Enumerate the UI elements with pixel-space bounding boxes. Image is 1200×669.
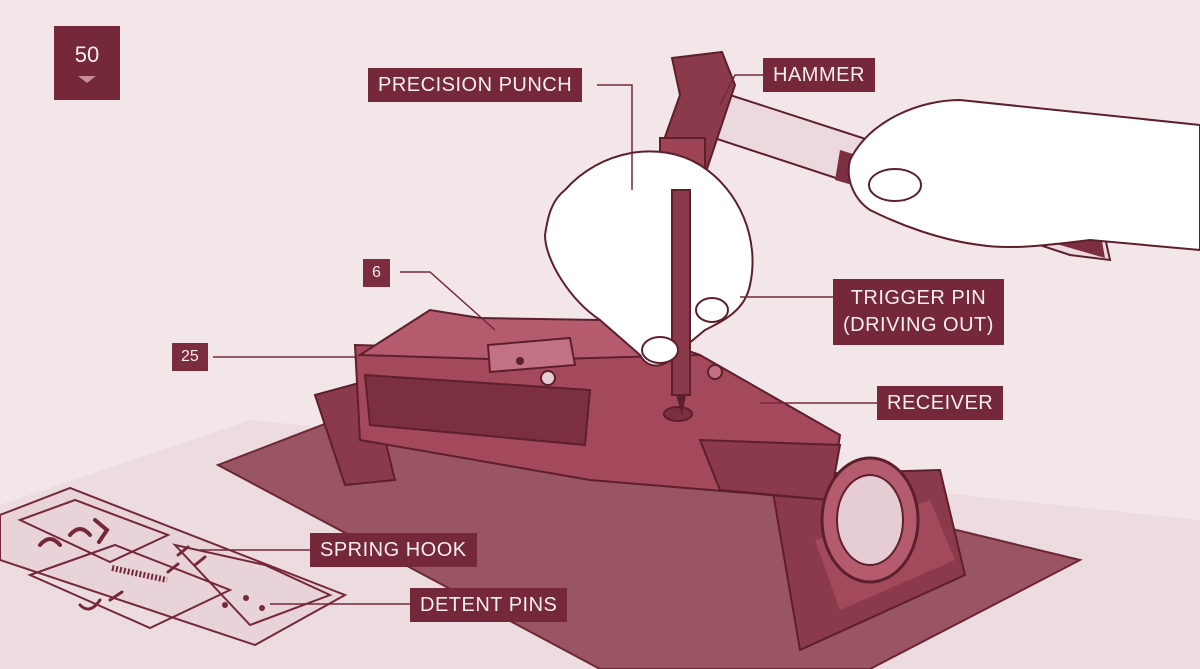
receiver-body <box>353 308 920 584</box>
hand-with-punch <box>543 150 754 415</box>
leader-lines <box>200 74 877 605</box>
chevron-down-icon <box>78 76 96 83</box>
label-receiver: RECEIVER <box>877 386 1004 420</box>
label-hammer: HAMMER <box>763 58 875 92</box>
parts-tray <box>0 486 348 647</box>
label-trigger-pin-line1: TRIGGER PIN <box>850 287 987 309</box>
label-trigger-pin: TRIGGER PIN (DRIVING OUT) <box>833 279 1004 345</box>
number-callout-6: 6 <box>363 259 390 287</box>
step-badge-value: 50 <box>74 42 100 67</box>
label-spring-hook: SPRING HOOK <box>310 533 477 567</box>
step-badge: 50 <box>54 26 120 100</box>
label-precision-punch: PRECISION PUNCH <box>368 68 583 102</box>
number-callout-25: 25 <box>172 343 208 371</box>
label-trigger-pin-line2: (DRIVING OUT) <box>843 314 994 336</box>
hammer-and-hand <box>653 50 1200 262</box>
label-detent-pins: DETENT PINS <box>410 588 568 622</box>
